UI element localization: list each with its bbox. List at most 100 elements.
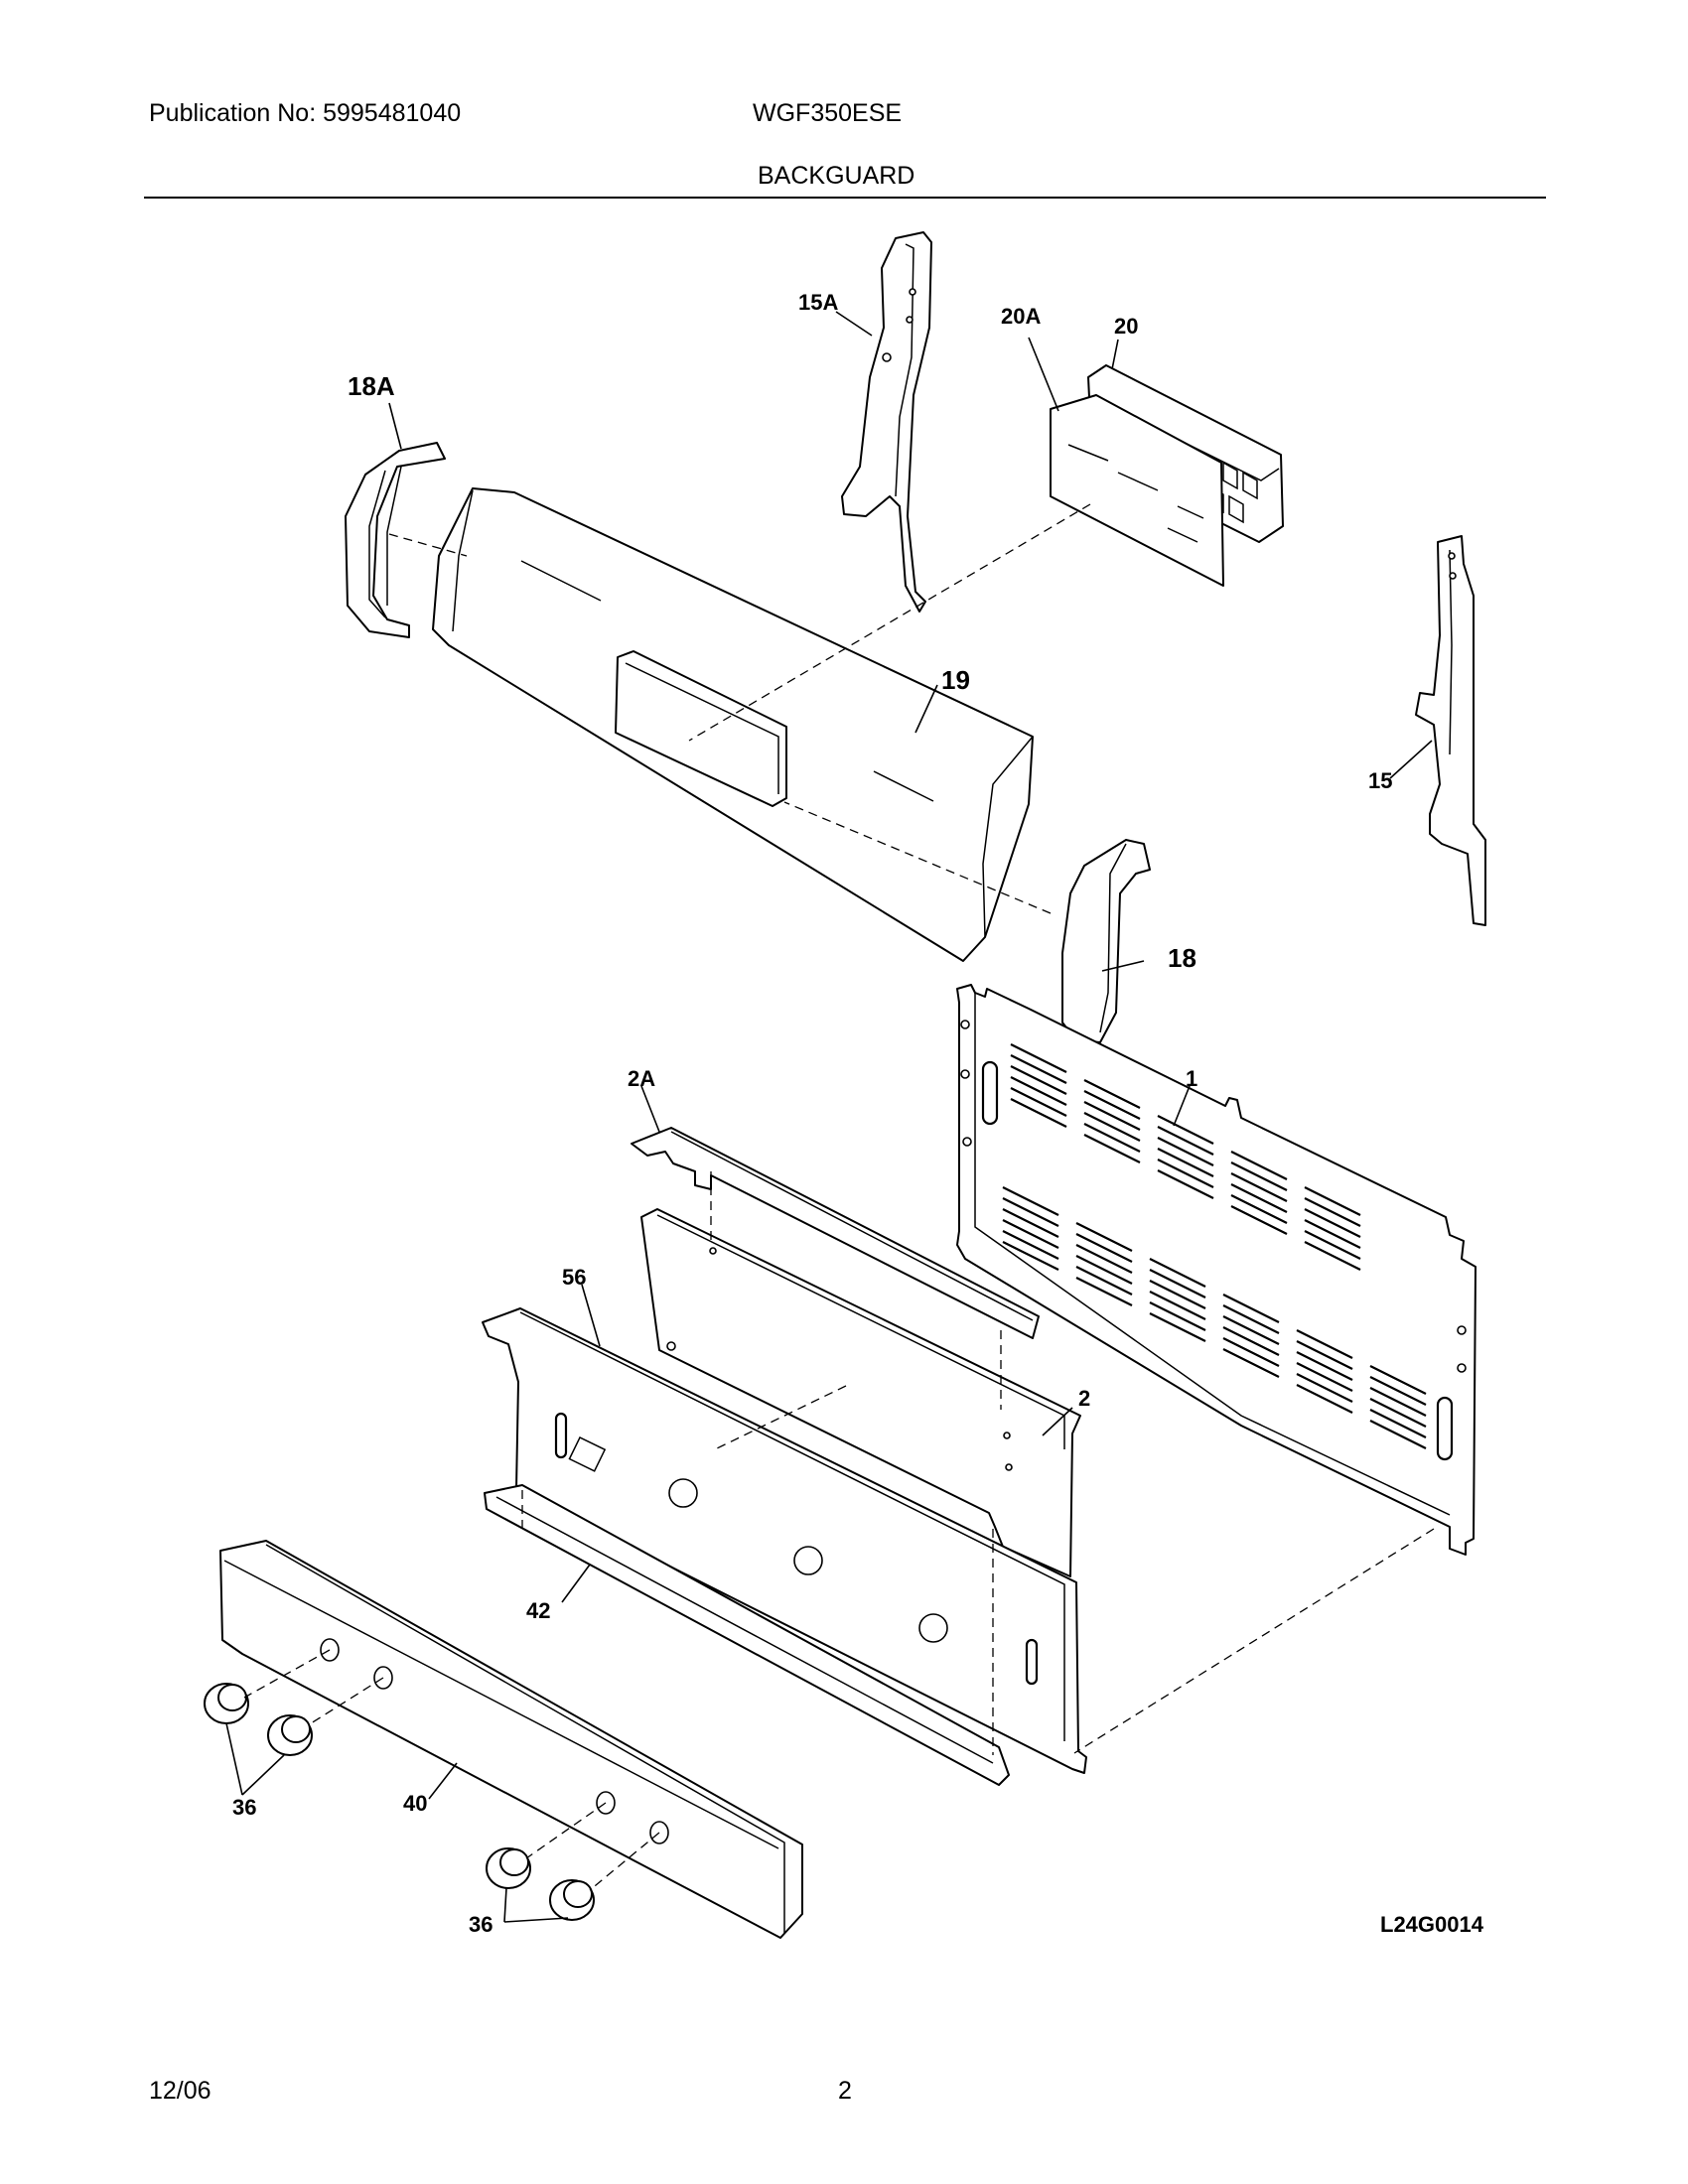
louver-slot [1296, 1351, 1353, 1381]
part-15a-left-bracket [841, 231, 932, 613]
louver-slot [1296, 1384, 1353, 1414]
knob [549, 1879, 595, 1921]
louver-slot [1083, 1134, 1141, 1163]
louver-slot [1010, 1043, 1067, 1073]
callout-36-right: 36 [469, 1912, 493, 1937]
louver-slot [1083, 1112, 1141, 1142]
model-number: WGF350ESE [753, 99, 903, 127]
louver-slot [1002, 1219, 1059, 1249]
louver-slot [1230, 1205, 1288, 1235]
louver-slot [1149, 1258, 1206, 1288]
louver-slot [1010, 1087, 1067, 1117]
louver-slot [1002, 1230, 1059, 1260]
callout-42: 42 [526, 1598, 551, 1623]
part-40-control-panel [219, 1540, 803, 1939]
louver-slot [1222, 1337, 1280, 1367]
leader-lines [225, 311, 1433, 1923]
louver-slot [1296, 1340, 1353, 1370]
callout-19: 19 [941, 665, 970, 695]
louver-slot [1222, 1304, 1280, 1334]
louver-slot [1157, 1115, 1214, 1145]
louver-slot [1230, 1161, 1288, 1191]
louver-slot [1230, 1194, 1288, 1224]
callout-1: 1 [1186, 1066, 1198, 1091]
louver-slot [1083, 1101, 1141, 1131]
louver-slot [1075, 1266, 1133, 1296]
part-56-manifold-panel [482, 1307, 1087, 1774]
callout-15a: 15A [798, 290, 839, 315]
louver-slot [1369, 1398, 1427, 1428]
louver-slot [1075, 1277, 1133, 1306]
rear-panel-louvers [1002, 1043, 1427, 1449]
louver-slot [1157, 1169, 1214, 1199]
part-18-right-end-cap [1061, 839, 1151, 1043]
part-42-trim [484, 1484, 1010, 1786]
louver-slot [1296, 1362, 1353, 1392]
louver-slot [1149, 1312, 1206, 1342]
part-20a-overlay [1050, 394, 1224, 587]
louver-slot [1369, 1409, 1427, 1438]
part-2a-deflector [631, 1127, 1040, 1339]
louver-slot [1002, 1241, 1059, 1271]
callout-36-left: 36 [232, 1795, 257, 1820]
louver-slot [1230, 1151, 1288, 1180]
louver-slot [1369, 1420, 1427, 1449]
louver-slot [1002, 1197, 1059, 1227]
louver-slot [1149, 1280, 1206, 1309]
knob [267, 1714, 313, 1756]
louver-slot [1222, 1348, 1280, 1378]
louver-slot [1075, 1255, 1133, 1285]
louver-slot [1222, 1326, 1280, 1356]
louver-slot [1369, 1387, 1427, 1417]
louver-slot [1083, 1123, 1141, 1153]
louver-slot [1149, 1301, 1206, 1331]
louver-slot [1304, 1219, 1361, 1249]
louver-slot [1369, 1365, 1427, 1395]
header-rule [144, 197, 1546, 199]
louver-slot [1010, 1054, 1067, 1084]
assembly-lines [243, 503, 1435, 1891]
louver-slot [1304, 1197, 1361, 1227]
louver-slot [1075, 1233, 1133, 1263]
louver-slot [1002, 1208, 1059, 1238]
callout-40: 40 [403, 1791, 428, 1816]
louver-slot [1149, 1269, 1206, 1298]
louver-slot [1083, 1090, 1141, 1120]
page-number: 2 [838, 2077, 852, 2105]
callout-2: 2 [1078, 1386, 1091, 1411]
louver-slot [1010, 1098, 1067, 1128]
callout-15: 15 [1368, 768, 1393, 793]
louver-slot [1304, 1241, 1361, 1271]
louver-slot [1369, 1376, 1427, 1406]
louver-slot [1075, 1222, 1133, 1252]
part-1-rear-panel [956, 984, 1477, 1556]
callout-18: 18 [1168, 943, 1196, 973]
louver-slot [1157, 1159, 1214, 1188]
louver-slot [1149, 1291, 1206, 1320]
louver-slot [1230, 1183, 1288, 1213]
callout-20a: 20A [1001, 304, 1042, 329]
callout-18a: 18A [348, 371, 395, 401]
callout-56: 56 [562, 1265, 587, 1290]
drawing-code: L24G0014 [1380, 1912, 1483, 1937]
louver-slot [1075, 1244, 1133, 1274]
callout-2a: 2A [628, 1066, 656, 1091]
louver-slot [1230, 1172, 1288, 1202]
louver-slot [1304, 1208, 1361, 1238]
part-19-console [432, 487, 1034, 962]
louver-slot [1010, 1065, 1067, 1095]
louver-slot [1304, 1186, 1361, 1216]
louver-slot [1083, 1079, 1141, 1109]
louver-slot [1222, 1294, 1280, 1323]
louver-slot [1157, 1126, 1214, 1156]
footer-date: 12/06 [149, 2077, 211, 2105]
publication-number: Publication No: 5995481040 [149, 99, 462, 127]
callout-20: 20 [1114, 314, 1139, 339]
louver-slot [1002, 1186, 1059, 1216]
louver-slot [1296, 1373, 1353, 1403]
louver-slot [1222, 1315, 1280, 1345]
part-15-right-bracket [1415, 535, 1486, 926]
knob [204, 1683, 249, 1724]
section-title: BACKGUARD [758, 162, 915, 190]
